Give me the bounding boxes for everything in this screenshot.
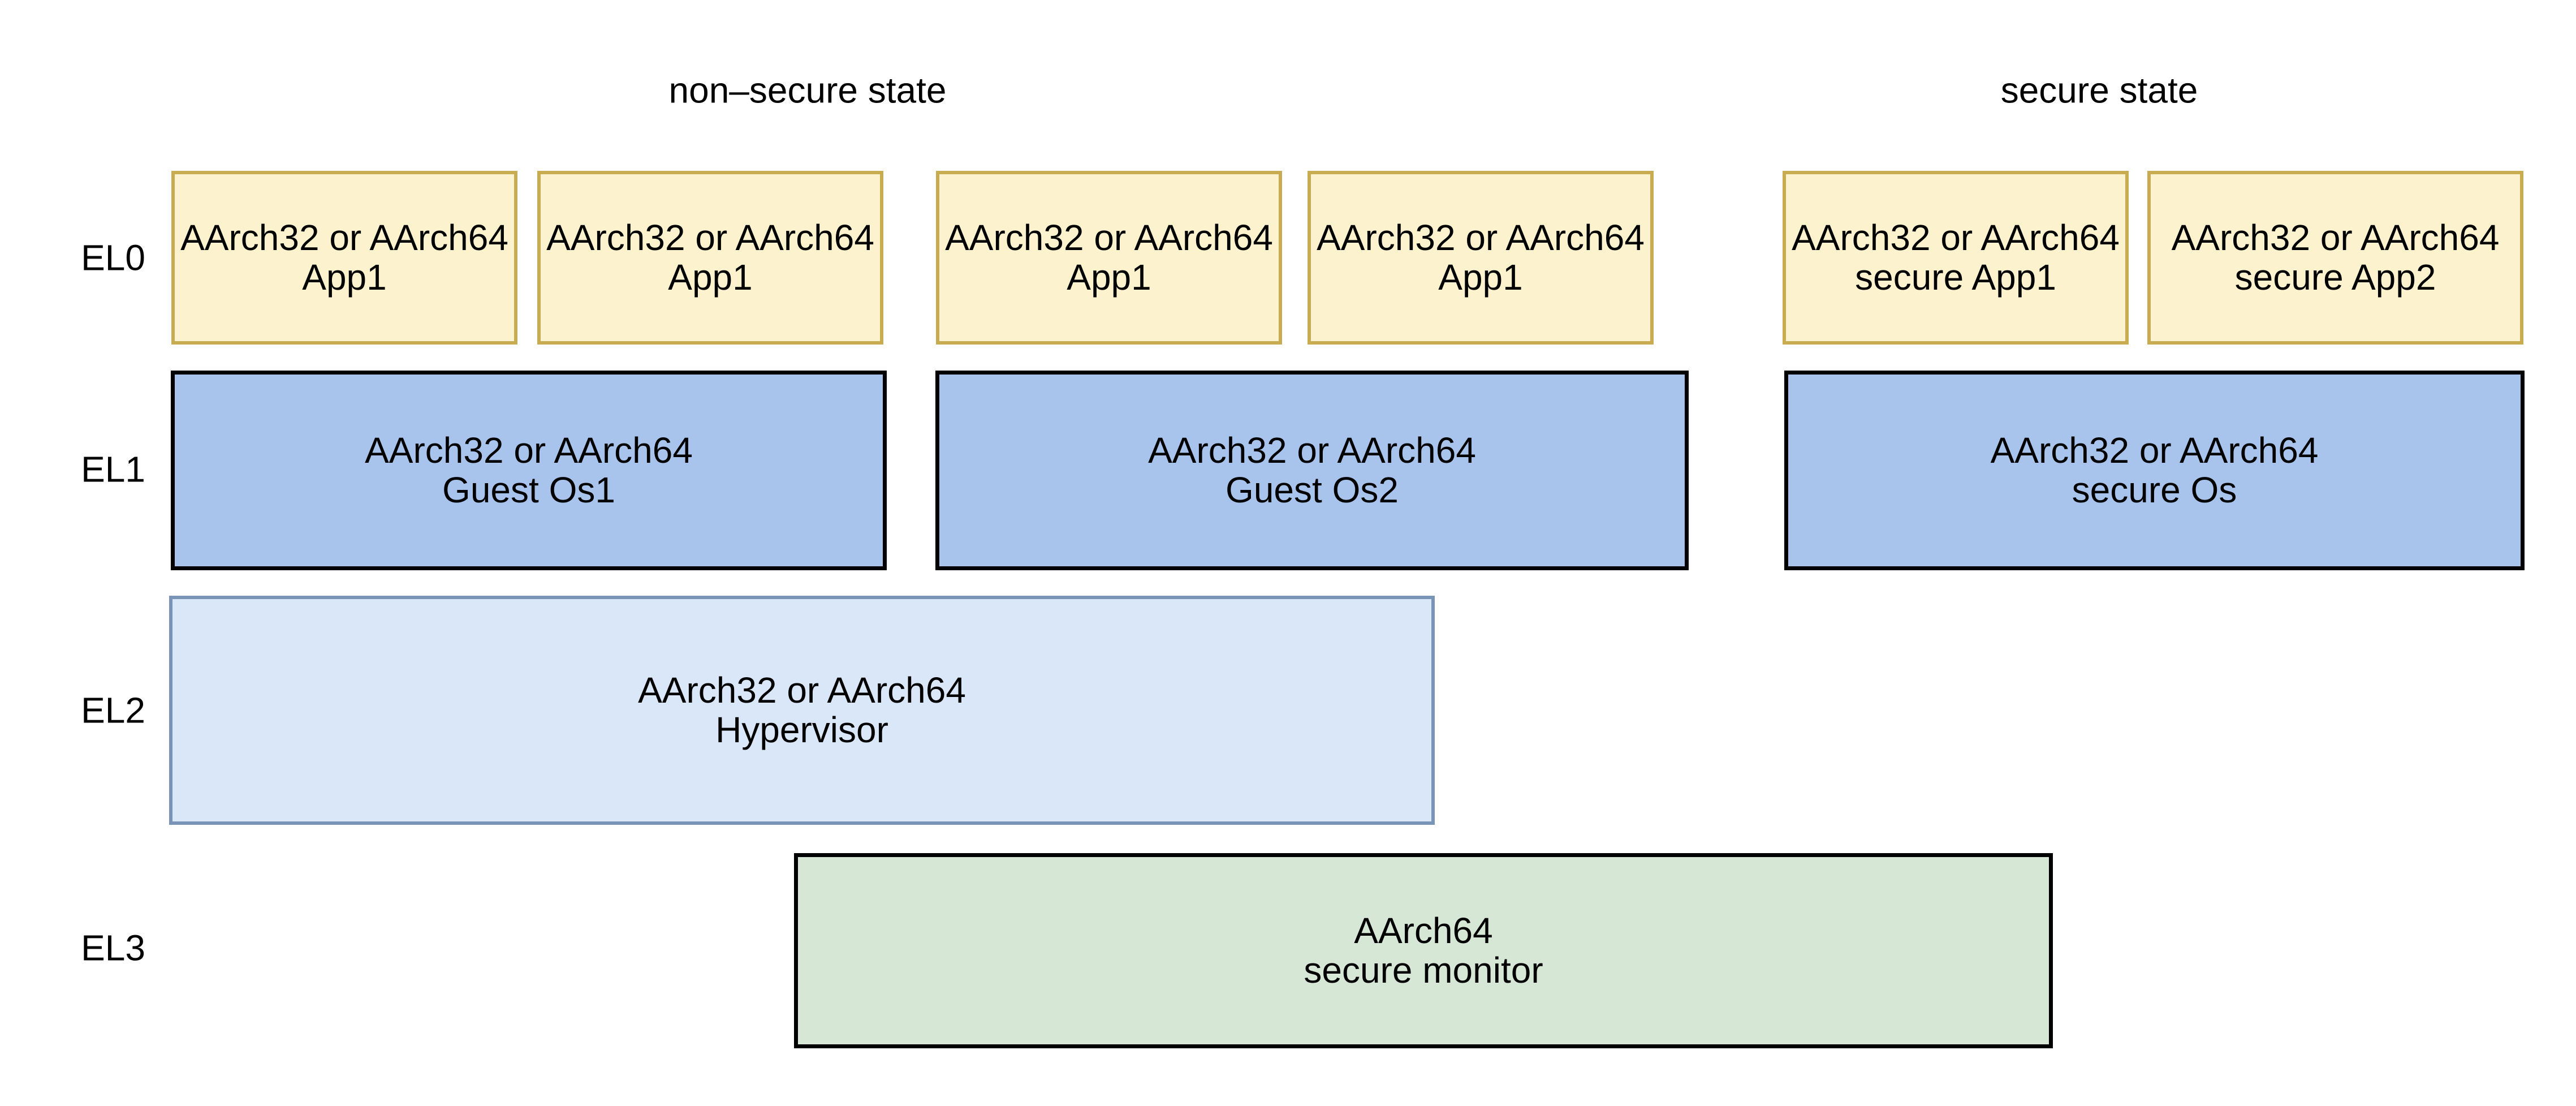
el0-app1-box-2-line-1: AArch32 or AArch64 <box>546 217 874 259</box>
el0-secure-app2-line-2: secure App2 <box>2234 256 2436 298</box>
el0-secure-app1-line-2: secure App1 <box>1855 256 2056 298</box>
el0-app1-box-3-line-2: App1 <box>1067 256 1151 298</box>
el2-hypervisor-line-1: AArch32 or AArch64 <box>638 670 966 711</box>
secure-state-title: secure state <box>2000 70 2198 111</box>
el1-secure-os-line-2: secure Os <box>2072 469 2237 510</box>
el0-app1-box-1-line-1: AArch32 or AArch64 <box>180 217 508 259</box>
row-label-el0: EL0 <box>81 237 145 278</box>
el0-secure-app2-line-1: AArch32 or AArch64 <box>2171 217 2500 259</box>
el1-guest-os2-line-2: Guest Os2 <box>1226 469 1399 510</box>
non-secure-state-title: non–secure state <box>668 70 947 111</box>
el1-guest-os2-line-1: AArch32 or AArch64 <box>1148 430 1476 471</box>
row-label-el3: EL3 <box>81 927 145 969</box>
el0-secure-app1-line-1: AArch32 or AArch64 <box>1792 217 2120 259</box>
el2-hypervisor-line-2: Hypervisor <box>715 709 888 750</box>
el0-app1-box-3-line-1: AArch32 or AArch64 <box>945 217 1273 259</box>
el0-app1-box-2-line-2: App1 <box>668 256 753 298</box>
el0-app1-box-4-line-1: AArch32 or AArch64 <box>1317 217 1645 259</box>
row-label-el2: EL2 <box>81 690 145 731</box>
row-label-el1: EL1 <box>81 449 145 490</box>
el0-app1-box-1-line-2: App1 <box>302 256 387 298</box>
el3-secure-monitor-line-1: AArch64 <box>1354 910 1493 952</box>
el1-guest-os1-line-2: Guest Os1 <box>442 469 615 510</box>
el1-guest-os1-line-1: AArch32 or AArch64 <box>365 430 693 471</box>
el1-secure-os-line-1: AArch32 or AArch64 <box>1990 430 2319 471</box>
el3-secure-monitor-line-2: secure monitor <box>1304 949 1543 991</box>
el0-app1-box-4-line-2: App1 <box>1438 256 1523 298</box>
